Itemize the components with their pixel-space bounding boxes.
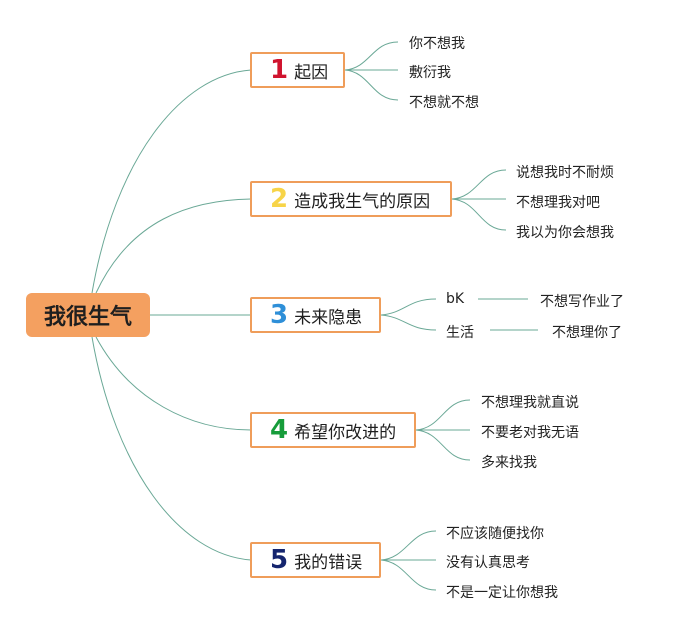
leaf-4-3[interactable]: 多来找我 <box>481 455 537 471</box>
leaf-3-2[interactable]: 生活 <box>446 325 474 341</box>
leaf-2-1[interactable]: 说想我时不耐烦 <box>516 165 614 181</box>
leaf-3-2-child[interactable]: 不想理你了 <box>552 325 622 341</box>
leaf-1-1[interactable]: 你不想我 <box>409 36 465 52</box>
link-root-b4 <box>95 336 252 431</box>
leaf-3-1[interactable]: bK <box>446 291 465 307</box>
link-root-b5 <box>91 336 252 561</box>
branch-node-3[interactable]: 3 未来隐患 <box>250 297 381 333</box>
branch-node-1[interactable]: 1 起因 <box>250 52 345 88</box>
leaf-5-3[interactable]: 不是一定让你想我 <box>446 585 558 601</box>
branch-label-3: 未来隐患 <box>294 307 363 328</box>
leaf-3-1-child[interactable]: 不想写作业了 <box>540 294 624 310</box>
leaf-4-2[interactable]: 不要老对我无语 <box>481 425 579 441</box>
link-root-b1 <box>91 69 252 294</box>
branch-label-1: 起因 <box>294 62 329 83</box>
leaf-5-2[interactable]: 没有认真思考 <box>446 555 530 571</box>
branch-node-4[interactable]: 4 希望你改进的 <box>250 412 416 448</box>
branch-node-2[interactable]: 2 造成我生气的原因 <box>250 181 452 217</box>
leaf-1-3[interactable]: 不想就不想 <box>409 95 479 111</box>
leaf-2-3[interactable]: 我以为你会想我 <box>516 225 614 241</box>
branch-number-2: 2 <box>270 184 289 214</box>
branch-label-2: 造成我生气的原因 <box>294 191 431 212</box>
branch-number-1: 1 <box>270 55 289 85</box>
link-root-b2 <box>95 198 252 294</box>
leaf-1-2[interactable]: 敷衍我 <box>409 65 451 81</box>
leaf-4-1[interactable]: 不想理我就直说 <box>481 395 579 411</box>
branch-node-5[interactable]: 5 我的错误 <box>250 542 381 578</box>
branch-number-5: 5 <box>270 545 289 575</box>
leaf-5-1[interactable]: 不应该随便找你 <box>446 526 544 542</box>
root-node[interactable]: 我很生气 <box>26 293 150 337</box>
branch-number-3: 3 <box>270 300 289 330</box>
leaf-2-2[interactable]: 不想理我对吧 <box>516 195 600 211</box>
branch-number-4: 4 <box>270 415 289 445</box>
branch-label-4: 希望你改进的 <box>294 422 397 443</box>
branch-label-5: 我的错误 <box>294 552 363 573</box>
